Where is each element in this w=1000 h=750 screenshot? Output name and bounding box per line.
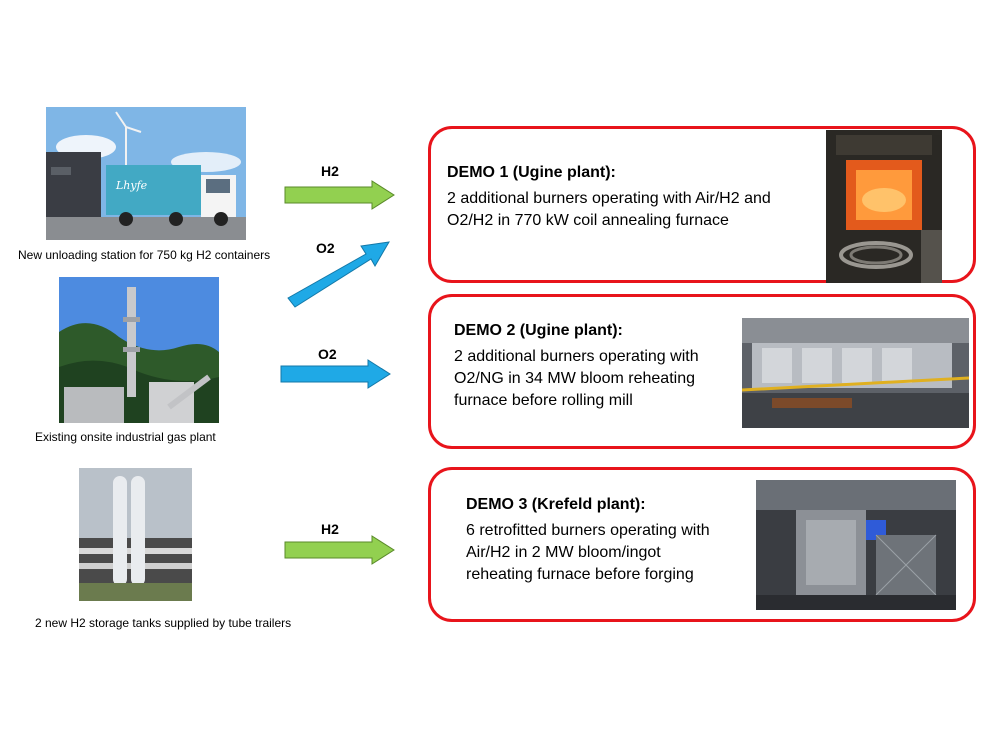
storage-tanks-photo	[79, 468, 192, 601]
demo3-title: DEMO 3 (Krefeld plant):	[466, 496, 646, 513]
arrow-1-label: H2	[321, 163, 339, 179]
h2-arrow-to-demo1	[284, 180, 396, 210]
demo2-title: DEMO 2 (Ugine plant):	[454, 322, 623, 339]
demo2-line-1: 2 additional burners operating with	[454, 348, 699, 365]
demo1-line-2: O2/H2 in 770 kW coil annealing furnace	[447, 212, 729, 229]
demo1-title: DEMO 1 (Ugine plant):	[447, 164, 616, 181]
storage-tanks-caption: 2 new H2 storage tanks supplied by tube …	[35, 616, 292, 630]
truck-logo-text: Lhyfe	[116, 179, 148, 192]
demo1-line-1: 2 additional burners operating with Air/…	[447, 190, 771, 207]
h2-arrow-to-demo3	[284, 535, 396, 565]
o2-arrow-to-demo2	[280, 359, 392, 389]
unloading-station-caption: New unloading station for 750 kg H2 cont…	[18, 248, 271, 262]
demo3-line-3: reheating furnace before forging	[466, 566, 694, 583]
demo2-line-3: furnace before rolling mill	[454, 392, 633, 409]
ingot-reheating-furnace-photo	[756, 480, 956, 610]
arrow-3-label: O2	[318, 346, 337, 362]
gas-plant-caption: Existing onsite industrial gas plant	[35, 430, 216, 444]
annealing-furnace-photo	[826, 130, 942, 283]
demo3-line-1: 6 retrofitted burners operating with	[466, 522, 710, 539]
arrow-2-label: O2	[316, 240, 335, 256]
bloom-reheating-furnace-photo	[742, 318, 969, 428]
o2-arrow-to-demo1	[284, 232, 394, 312]
gas-plant-photo	[59, 277, 219, 423]
arrow-4-label: H2	[321, 521, 339, 537]
demo3-line-2: Air/H2 in 2 MW bloom/ingot	[466, 544, 661, 561]
demo2-line-2: O2/NG in 34 MW bloom reheating	[454, 370, 695, 387]
unloading-station-photo: Lhyfe	[46, 107, 246, 240]
